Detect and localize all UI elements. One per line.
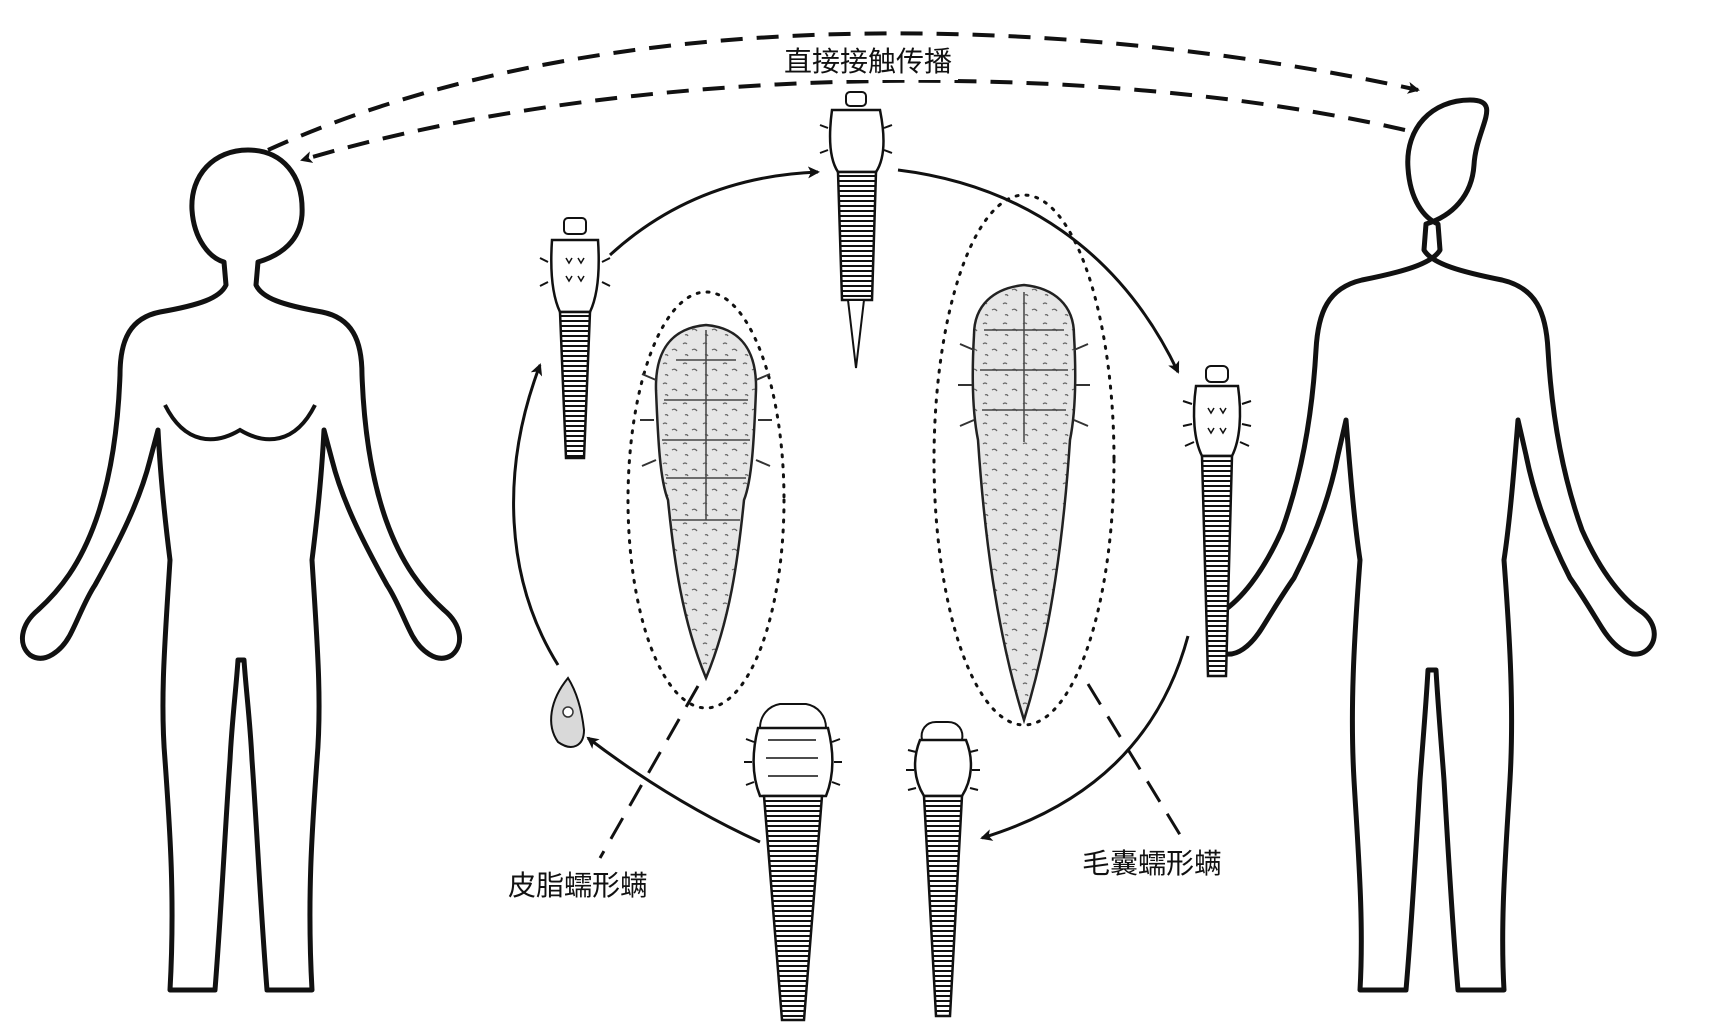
mite-protonymph (819, 91, 893, 369)
female-bust-line (163, 404, 317, 442)
demodex-brevis-label: 皮脂蠕形螨 (502, 864, 655, 904)
cycle-arrow-2 (897, 168, 1180, 374)
human-figure-female (20, 147, 462, 993)
demodex-brevis-detail (626, 290, 786, 710)
transmission-label: 直接接触传播 (778, 40, 959, 80)
mite-adult-long (744, 703, 842, 1022)
cycle-arrow-3 (980, 635, 1190, 841)
human-figure-male (1207, 97, 1657, 993)
demodex-folliculorum-detail (932, 193, 1116, 727)
brevis-leader-line (598, 685, 700, 859)
cycle-arrow-5 (512, 363, 560, 666)
folliculorum-leader-line (1086, 683, 1184, 839)
cycle-arrow-1 (608, 166, 820, 257)
mite-adult-short (906, 721, 980, 1018)
mite-deutonymph (1182, 365, 1252, 678)
mite-larva (539, 217, 611, 460)
demodex-folliculorum-label: 毛囊蠕形螨 (1076, 842, 1229, 882)
transmission-arc-forward (267, 31, 1420, 152)
mite-egg (550, 676, 586, 748)
transmission-arc-return (300, 78, 1406, 163)
cycle-arrow-4 (586, 736, 761, 844)
